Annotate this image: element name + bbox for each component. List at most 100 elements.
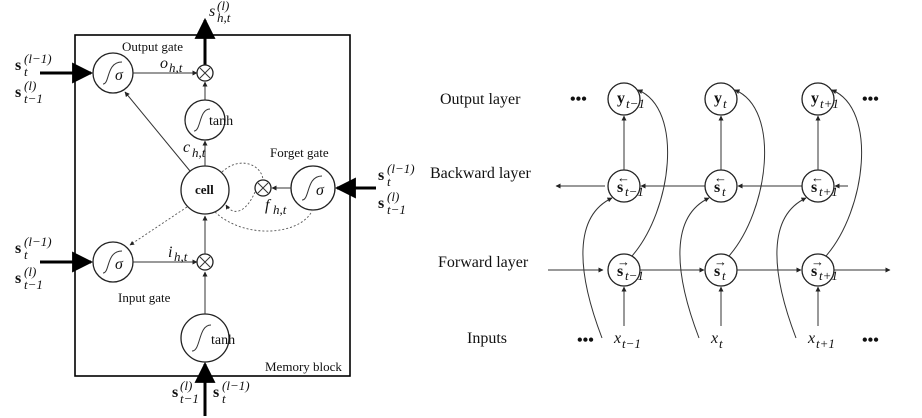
input-gate-input-label: s t (l−1) s t−1 (l): [15, 234, 52, 292]
inputs-label: Inputs: [467, 330, 507, 347]
svg-text:h,t: h,t: [273, 202, 287, 217]
output-node-sub: t: [723, 96, 727, 111]
input-to-backward-curve: [776, 197, 807, 339]
forward-node-sub: t−1: [625, 268, 644, 283]
input-x: x: [613, 330, 621, 347]
input-multiply-icon: [199, 256, 211, 268]
output-node-sub: t+1: [820, 96, 839, 111]
input-tanh-label: tanh: [211, 333, 235, 348]
f-label: f h,t: [265, 197, 287, 217]
forward-to-output-curve: [728, 89, 766, 257]
svg-text:i: i: [168, 244, 172, 261]
input-tanh-icon: [191, 324, 212, 352]
output-ellipsis-left: •••: [570, 91, 587, 108]
c-label: c h,t: [183, 139, 206, 160]
svg-text:h,t: h,t: [169, 60, 183, 75]
input-ellipsis-left: •••: [577, 332, 594, 349]
brnn-diagram: Output layer Backward layer Forward laye…: [430, 82, 891, 351]
input-x: x: [710, 330, 718, 347]
input-gate-sigmoid-icon: [102, 250, 123, 274]
forward-node-s: s: [811, 263, 817, 280]
output-node: [801, 82, 835, 116]
output-gate-label: Output gate: [122, 39, 183, 54]
output-multiply-icon: [199, 67, 211, 79]
o-label: o h,t: [160, 55, 183, 75]
svg-text:(l): (l): [180, 378, 192, 393]
backward-node-arrow: ←: [811, 170, 824, 185]
input-gate-label: Input gate: [118, 290, 171, 305]
forward-node-sub: t+1: [819, 268, 838, 283]
forward-node-arrow: →: [714, 254, 727, 269]
output-tanh-label: tanh: [209, 114, 233, 129]
output-node-y: y: [714, 90, 722, 107]
output-node-y: y: [617, 90, 625, 107]
svg-text:t: t: [222, 391, 226, 406]
svg-text:t: t: [24, 247, 28, 262]
forward-layer-label: Forward layer: [438, 254, 529, 271]
svg-text:h,t: h,t: [192, 145, 206, 160]
output-node: [607, 82, 641, 116]
forward-to-output-curve: [631, 89, 669, 257]
svg-text:t−1: t−1: [387, 202, 406, 217]
forget-gate-input-label: s t (l−1) s t−1 (l): [378, 161, 415, 217]
input-x-sub: t+1: [816, 336, 835, 351]
svg-text:s: s: [15, 57, 21, 74]
svg-text:f: f: [265, 197, 272, 214]
svg-text:s: s: [378, 195, 384, 212]
svg-text:h,t: h,t: [174, 249, 188, 264]
svg-text:s: s: [15, 270, 21, 287]
cell-label: cell: [195, 182, 214, 197]
svg-text:s: s: [172, 384, 178, 401]
input-x-sub: t−1: [622, 336, 641, 351]
forget-gate-label: Forget gate: [270, 145, 329, 160]
output-layer-label: Output layer: [440, 91, 521, 108]
backward-node-sub: t−1: [625, 184, 644, 199]
output-node-y: y: [811, 90, 819, 107]
svg-text:s: s: [209, 3, 215, 20]
svg-text:(l−1): (l−1): [387, 161, 415, 176]
cell-to-input-gate-dotted: [129, 206, 188, 246]
input-gate-sigma: σ: [115, 256, 124, 273]
svg-text:t: t: [24, 64, 28, 79]
forward-node-sub: t: [722, 268, 726, 283]
forget-gate-node: [290, 165, 336, 211]
forget-multiply-icon: [257, 182, 269, 194]
output-node: [704, 82, 738, 116]
output-gate-sigma: σ: [115, 67, 124, 84]
svg-text:t−1: t−1: [24, 91, 43, 106]
svg-text:s: s: [213, 384, 219, 401]
backward-node-sub: t: [722, 184, 726, 199]
backward-node-arrow: ←: [617, 170, 630, 185]
i-label: i h,t: [168, 244, 188, 264]
output-gate-node: [92, 52, 134, 94]
output-tanh-icon: [193, 108, 211, 132]
bottom-input-label: s t−1 (l) s t (l−1): [172, 378, 250, 406]
lstm-diagram: Memory block s h,t (l) σ Output gate s t…: [15, 0, 415, 416]
svg-text:(l): (l): [24, 264, 36, 279]
output-gate-sigmoid-icon: [102, 61, 123, 85]
backward-layer-label: Backward layer: [430, 165, 532, 182]
svg-text:t−1: t−1: [180, 391, 199, 406]
output-ellipsis-right: •••: [862, 91, 879, 108]
cell-recurrent-dotted: [221, 162, 264, 181]
svg-text:(l): (l): [24, 78, 36, 93]
svg-text:(l−1): (l−1): [222, 378, 250, 393]
input-x: x: [807, 330, 815, 347]
svg-text:(l−1): (l−1): [24, 234, 52, 249]
input-to-backward-curve: [582, 197, 613, 339]
memory-block-label: Memory block: [265, 359, 342, 374]
output-s-label: s h,t (l): [209, 0, 231, 25]
svg-text:c: c: [183, 139, 190, 156]
svg-text:s: s: [378, 167, 384, 184]
forward-node-s: s: [714, 263, 720, 280]
svg-text:(l): (l): [217, 0, 229, 13]
backward-node-sub: t+1: [819, 184, 838, 199]
forward-node-arrow: →: [811, 254, 824, 269]
input-x-sub: t: [719, 336, 723, 351]
cell-to-forget-dotted: [214, 210, 313, 232]
forward-node-arrow: →: [617, 254, 630, 269]
svg-text:t: t: [387, 174, 391, 189]
output-gate-input-label: s t (l−1) s t−1 (l): [15, 51, 52, 106]
